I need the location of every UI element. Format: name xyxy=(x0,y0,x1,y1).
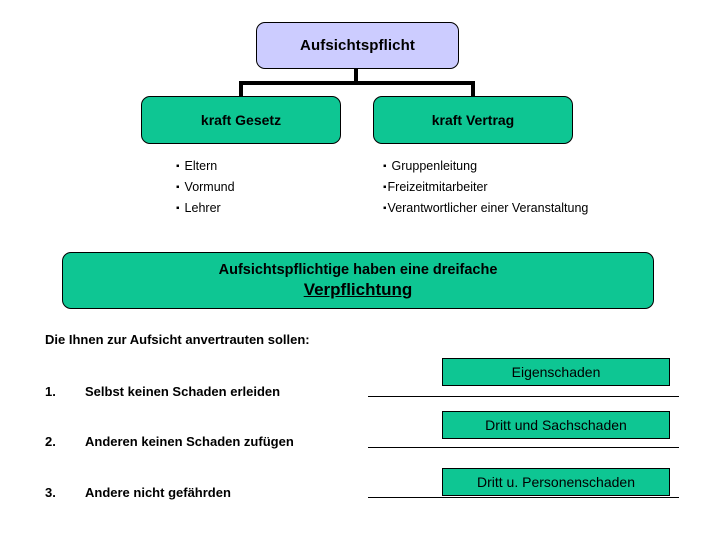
obligation-row-3: 3. Andere nicht gefährden xyxy=(45,485,375,505)
obligation-number: 3. xyxy=(45,485,56,500)
connector-horizontal-bar xyxy=(239,81,475,85)
list-item-label: Lehrer xyxy=(184,201,221,215)
list-item: ▪Verantwortlicher einer Veranstaltung xyxy=(383,198,663,219)
list-item-label: Vormund xyxy=(184,180,235,194)
bullet-square-icon: ▪ xyxy=(176,182,180,193)
obligation-number: 1. xyxy=(45,384,56,399)
obligation-text: Anderen keinen Schaden zufügen xyxy=(85,434,294,449)
bullet-square-icon: ▪ xyxy=(176,203,180,214)
branch-node-kraft-gesetz: kraft Gesetz xyxy=(141,96,341,144)
bullet-square-icon: ▪ xyxy=(383,161,387,172)
list-item-label: Gruppenleitung xyxy=(391,159,478,173)
branch-node-label: kraft Gesetz xyxy=(200,112,282,128)
damage-label-text: Dritt und Sachschaden xyxy=(485,417,627,433)
list-item-label: Freizeitmitarbeiter xyxy=(387,180,488,194)
list-item: ▪Freizeitmitarbeiter xyxy=(383,177,663,198)
damage-label-dritt-u-personenschaden: Dritt u. Personenschaden xyxy=(442,468,670,496)
damage-label-text: Eigenschaden xyxy=(511,364,601,380)
leader-line-1 xyxy=(368,396,679,397)
bullet-list-kraft-gesetz: ▪ Eltern ▪ Vormund ▪ Lehrer xyxy=(176,156,376,219)
obligation-text: Selbst keinen Schaden erleiden xyxy=(85,384,281,399)
connector-drop-left xyxy=(239,81,243,97)
connector-stem xyxy=(354,69,358,83)
bullet-square-icon: ▪ xyxy=(176,161,180,172)
obligation-text: Andere nicht gefährden xyxy=(85,485,231,500)
list-item: ▪ Gruppenleitung xyxy=(383,156,663,177)
list-item: ▪ Eltern xyxy=(176,156,376,177)
list-item: ▪ Lehrer xyxy=(176,198,376,219)
damage-label-text: Dritt u. Personenschaden xyxy=(477,474,635,490)
list-item-label: Eltern xyxy=(184,159,218,173)
leader-line-3 xyxy=(368,497,679,498)
damage-label-eigenschaden: Eigenschaden xyxy=(442,358,670,386)
root-node-aufsichtspflicht: Aufsichtspflicht xyxy=(256,22,459,69)
obligation-row-1: 1. Selbst keinen Schaden erleiden xyxy=(45,384,375,404)
duty-banner-line-2-verpflichtung: Verpflichtung xyxy=(303,279,413,299)
branch-node-kraft-vertrag: kraft Vertrag xyxy=(373,96,573,144)
branch-node-label: kraft Vertrag xyxy=(431,112,515,128)
leader-line-2 xyxy=(368,447,679,448)
bullet-list-kraft-vertrag: ▪Gruppenleitung ▪Freizeitmitarbeiter ▪Ve… xyxy=(383,156,663,219)
list-item: ▪ Vormund xyxy=(176,177,376,198)
list-item-label: Verantwortlicher einer Veranstaltung xyxy=(387,201,589,215)
connector-drop-right xyxy=(471,81,475,97)
damage-label-dritt-und-sachschaden: Dritt und Sachschaden xyxy=(442,411,670,439)
root-node-label: Aufsichtspflicht xyxy=(300,37,415,54)
obligation-number: 2. xyxy=(45,434,56,449)
duty-banner-line-1: Aufsichtspflichtige haben eine dreifache xyxy=(218,261,498,278)
intro-text: Die Ihnen zur Aufsicht anvertrauten soll… xyxy=(45,332,310,347)
duty-banner: Aufsichtspflichtige haben eine dreifache… xyxy=(62,252,654,309)
bullet-square-icon: ▪ xyxy=(383,182,387,193)
obligation-row-2: 2. Anderen keinen Schaden zufügen xyxy=(45,434,375,454)
bullet-square-icon: ▪ xyxy=(383,203,387,214)
